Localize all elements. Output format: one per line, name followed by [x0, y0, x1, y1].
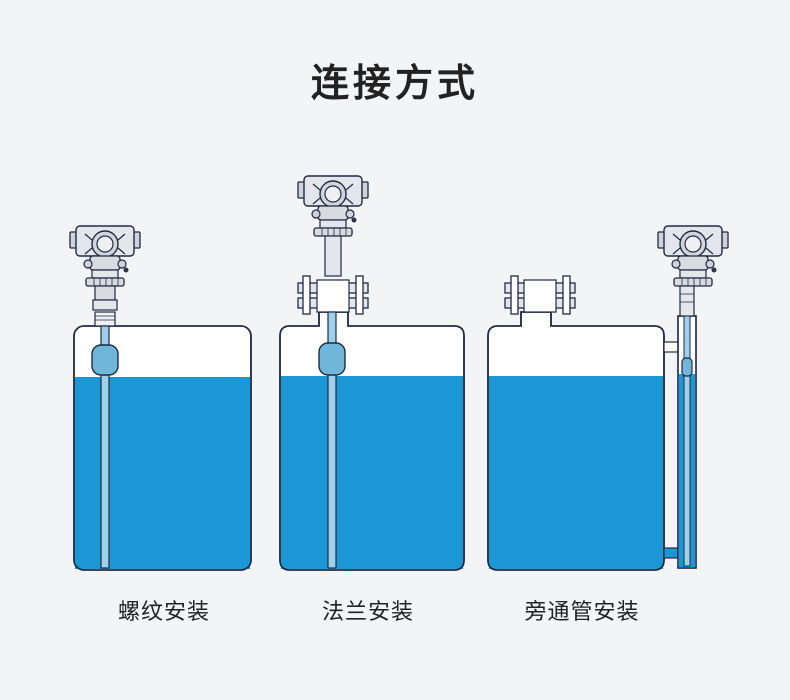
tank-bypass [487, 311, 665, 571]
float-flange [318, 342, 346, 376]
top-flange-bypass [504, 275, 576, 315]
transmitter-threaded [69, 225, 141, 327]
probe-rod-flange [327, 311, 337, 569]
caption-threaded-mount: 螺纹安装 [117, 600, 210, 625]
float-bypass [681, 357, 693, 377]
bypass-pipe [663, 315, 697, 569]
flange-joint [297, 275, 369, 315]
page-title: 连接方式 [310, 61, 479, 105]
tank-flange [279, 311, 465, 571]
caption-bypass-pipe-mount: 旁通管安装 [524, 600, 640, 625]
transmitter-flange [297, 175, 369, 277]
caption-flange-mount: 法兰安装 [321, 600, 414, 625]
transmitter-bypass [657, 225, 729, 317]
probe-rod-threaded [100, 325, 110, 569]
threaded-mount-diagram [69, 225, 252, 571]
bypass-pipe-mount-diagram [487, 225, 729, 571]
float-threaded [91, 344, 119, 376]
probe-rod-bypass [683, 315, 691, 567]
flange-mount-diagram [279, 175, 465, 571]
